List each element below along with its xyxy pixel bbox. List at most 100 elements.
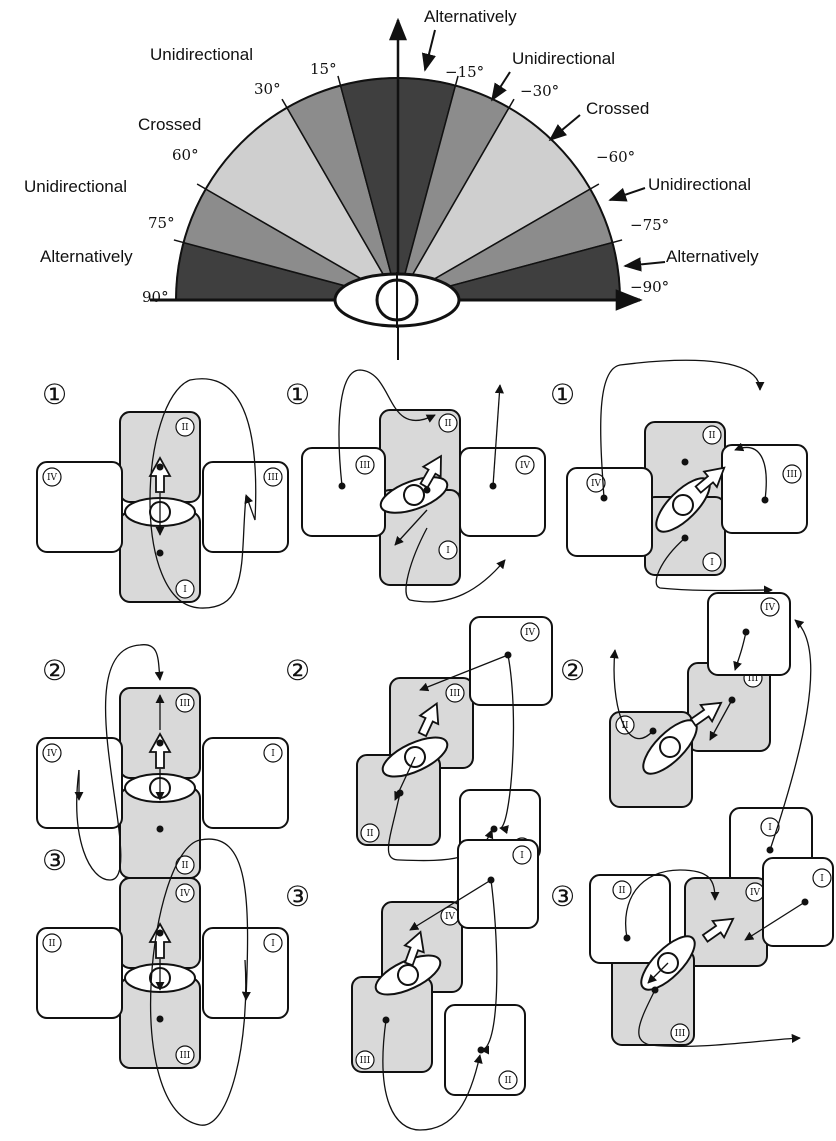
label-alt-l: Alternatively <box>40 247 133 266</box>
room-numeral: IV <box>750 888 761 898</box>
direction-arrow <box>701 917 735 943</box>
room-numeral-circle <box>438 540 458 560</box>
room-numeral: IV <box>591 479 602 489</box>
room-left <box>566 467 653 557</box>
room-numeral: I <box>820 874 824 884</box>
room-numeral: III <box>268 473 279 483</box>
label-uni-ml: Unidirectional <box>24 177 127 196</box>
pointer-uni-tr <box>491 71 511 102</box>
deg-m75: −75° <box>630 216 669 234</box>
deg-m30: −30° <box>520 82 559 100</box>
step-label: ① <box>42 378 67 411</box>
room-numeral-circle <box>702 425 722 445</box>
room-numeral-circle <box>263 933 283 953</box>
room-numeral: II <box>444 419 452 429</box>
room-numeral-circle <box>586 473 606 493</box>
room-numeral: III <box>450 689 461 699</box>
motion-path <box>647 962 669 984</box>
fan-tick <box>173 239 184 244</box>
fan-tick <box>337 75 342 86</box>
position-dot <box>423 486 431 494</box>
position-dot <box>156 929 164 937</box>
room-numeral-circle <box>263 467 283 487</box>
room-numeral: II <box>48 939 56 949</box>
room-numeral: III <box>675 1029 686 1039</box>
motion-path <box>405 527 506 603</box>
motion-path <box>394 509 428 546</box>
motion-path <box>499 654 515 834</box>
fan-tick <box>454 75 459 86</box>
step-label: ② <box>42 654 67 687</box>
motion-path <box>149 378 257 609</box>
direction-arrow <box>694 466 726 494</box>
room-numeral: II <box>708 431 716 441</box>
room-numeral: I <box>271 939 275 949</box>
motion-path <box>638 989 801 1047</box>
room-numeral-circle <box>515 455 535 475</box>
room-numeral: I <box>768 823 772 833</box>
room-left <box>36 461 123 553</box>
fan-tick <box>508 98 515 109</box>
deg-m90: −90° <box>630 278 669 296</box>
label-uni-tl: Unidirectional <box>150 45 253 64</box>
motion-path <box>382 1019 483 1131</box>
motion-path <box>480 879 498 1055</box>
deg-90: 90° <box>142 288 169 306</box>
room-numeral: IV <box>525 628 536 638</box>
room-right <box>202 737 289 829</box>
step-label: ① <box>285 378 310 411</box>
room-numeral: IV <box>47 749 58 759</box>
room-numeral: IV <box>765 603 776 613</box>
room-numeral-circle <box>520 622 540 642</box>
direction-arrow <box>148 456 172 493</box>
room-numeral-circle <box>512 845 532 865</box>
position-dot <box>156 739 164 747</box>
step-label: ① <box>550 378 575 411</box>
room-numeral-circle <box>360 823 380 843</box>
label-uni-tr: Unidirectional <box>512 49 615 68</box>
step-label: ③ <box>285 880 310 913</box>
label-uni-mr: Unidirectional <box>648 175 751 194</box>
room-numeral-circle <box>438 413 458 433</box>
motion-path <box>655 537 773 595</box>
room-numeral: III <box>748 674 759 684</box>
direction-arrow <box>689 701 723 727</box>
fan-sectors <box>173 75 623 303</box>
motion-path <box>492 384 504 487</box>
room-numeral: II <box>618 886 626 896</box>
room-numeral: I <box>710 558 714 568</box>
step-label: ③ <box>42 844 67 877</box>
direction-arrow <box>403 930 425 967</box>
room-numeral-circle <box>702 552 722 572</box>
deg-30: 30° <box>254 80 281 98</box>
room-numeral-circle <box>42 467 62 487</box>
room-right <box>721 444 808 534</box>
motion-path <box>744 901 806 941</box>
position-dot <box>681 458 689 466</box>
motion-path <box>76 644 164 881</box>
room-numeral: I <box>446 546 450 556</box>
room-numeral: IV <box>180 889 191 899</box>
deg-75: 75° <box>148 214 175 232</box>
position-dot <box>156 463 164 471</box>
room-left <box>36 927 123 1019</box>
room-numeral-circle <box>498 1070 518 1090</box>
room-numeral-circle <box>42 743 62 763</box>
room-numeral: II <box>366 829 374 839</box>
step-label: ② <box>560 654 585 687</box>
room-numeral: III <box>360 1056 371 1066</box>
room-numeral-circle <box>175 1045 195 1065</box>
room-numeral: II <box>621 721 629 731</box>
viewer-eye <box>379 476 449 514</box>
deg-m60: −60° <box>596 148 635 166</box>
motion-path <box>600 359 765 499</box>
motion-path <box>609 649 654 740</box>
